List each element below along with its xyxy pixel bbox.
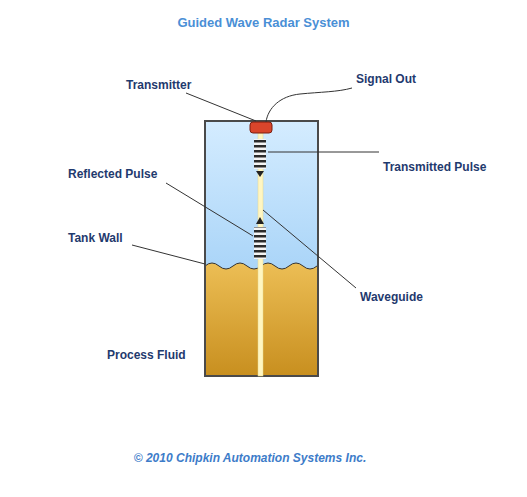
- leader-line: [166, 183, 253, 236]
- diagram-title: Guided Wave Radar System: [0, 15, 527, 31]
- pulse-arrow: [256, 171, 264, 177]
- tank-wall: [205, 121, 318, 376]
- leader-line: [263, 210, 356, 288]
- leader-line: [186, 93, 256, 121]
- leader-line: [132, 245, 205, 264]
- tank-air: [205, 121, 318, 376]
- part-label: Waveguide: [360, 290, 423, 305]
- signal-label: Signal Out: [356, 72, 416, 87]
- part-label: Transmitted Pulse: [383, 160, 486, 175]
- part-label: Tank Wall: [68, 231, 123, 246]
- pulse-arrow: [256, 217, 264, 224]
- part-label: Transmitter: [126, 78, 191, 93]
- signal-cable: [266, 88, 352, 122]
- reflected-pulse: [254, 227, 266, 259]
- transmitted-pulse: [254, 139, 266, 169]
- leader-line: [268, 152, 379, 153]
- part-label: Reflected Pulse: [68, 167, 157, 182]
- part-label: Process Fluid: [107, 348, 186, 363]
- transmitter: [250, 122, 272, 133]
- copyright-caption: © 2010 Chipkin Automation Systems Inc.: [0, 451, 500, 466]
